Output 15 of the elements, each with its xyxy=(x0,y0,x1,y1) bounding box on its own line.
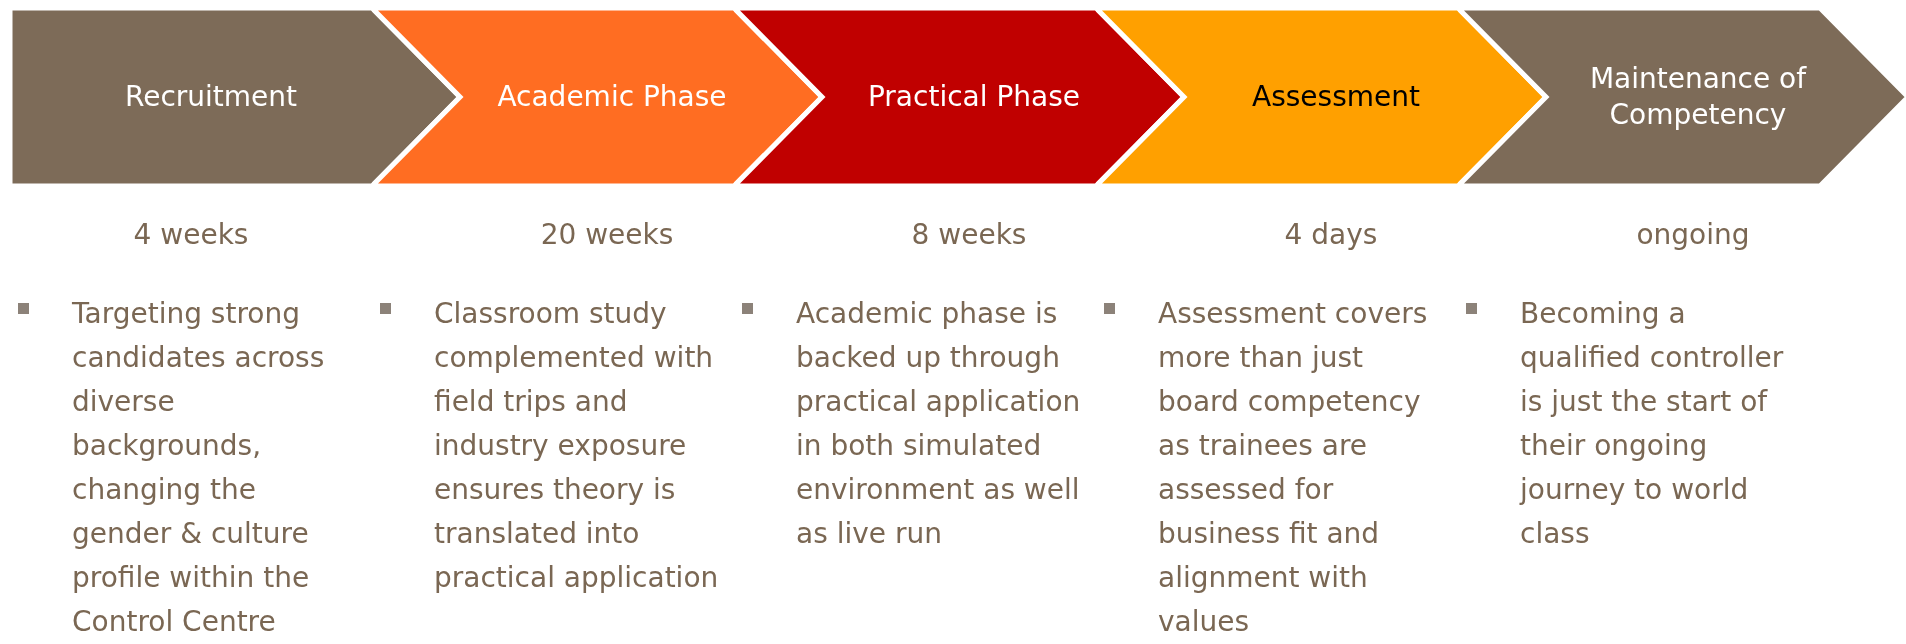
description-text: Classroom study complemented with field trips and industry exposure ensures theory is translated into practical application xyxy=(434,296,720,596)
stage-label: Practical Phase xyxy=(866,79,1082,115)
description-text: Academic phase is backed up through practical application in both simulated environment as well as live run xyxy=(796,296,1082,552)
description-text: Becoming a qualified controller is just the start of their ongoing journey to world class xyxy=(1520,296,1785,552)
stage-label: Maintenance of Competency xyxy=(1588,61,1808,133)
duration-label: 4 weeks xyxy=(132,218,250,251)
chevron-shape xyxy=(1458,8,1906,186)
duration-label: ongoing xyxy=(1635,218,1751,251)
duration-label: 4 days xyxy=(1283,218,1379,251)
stage-label: Academic Phase xyxy=(496,79,728,115)
description-text: Assessment covers more than just board competency as trainees are assessed for business fit and alignment with values xyxy=(1158,296,1429,640)
duration-label: 20 weeks xyxy=(539,218,675,251)
duration-label: 8 weeks xyxy=(910,218,1028,251)
stage-label: Assessment xyxy=(1251,79,1421,115)
description-text: Targeting strong candidates across diverse backgrounds, changing the gender & culture profile within the Control Centre xyxy=(72,296,326,640)
